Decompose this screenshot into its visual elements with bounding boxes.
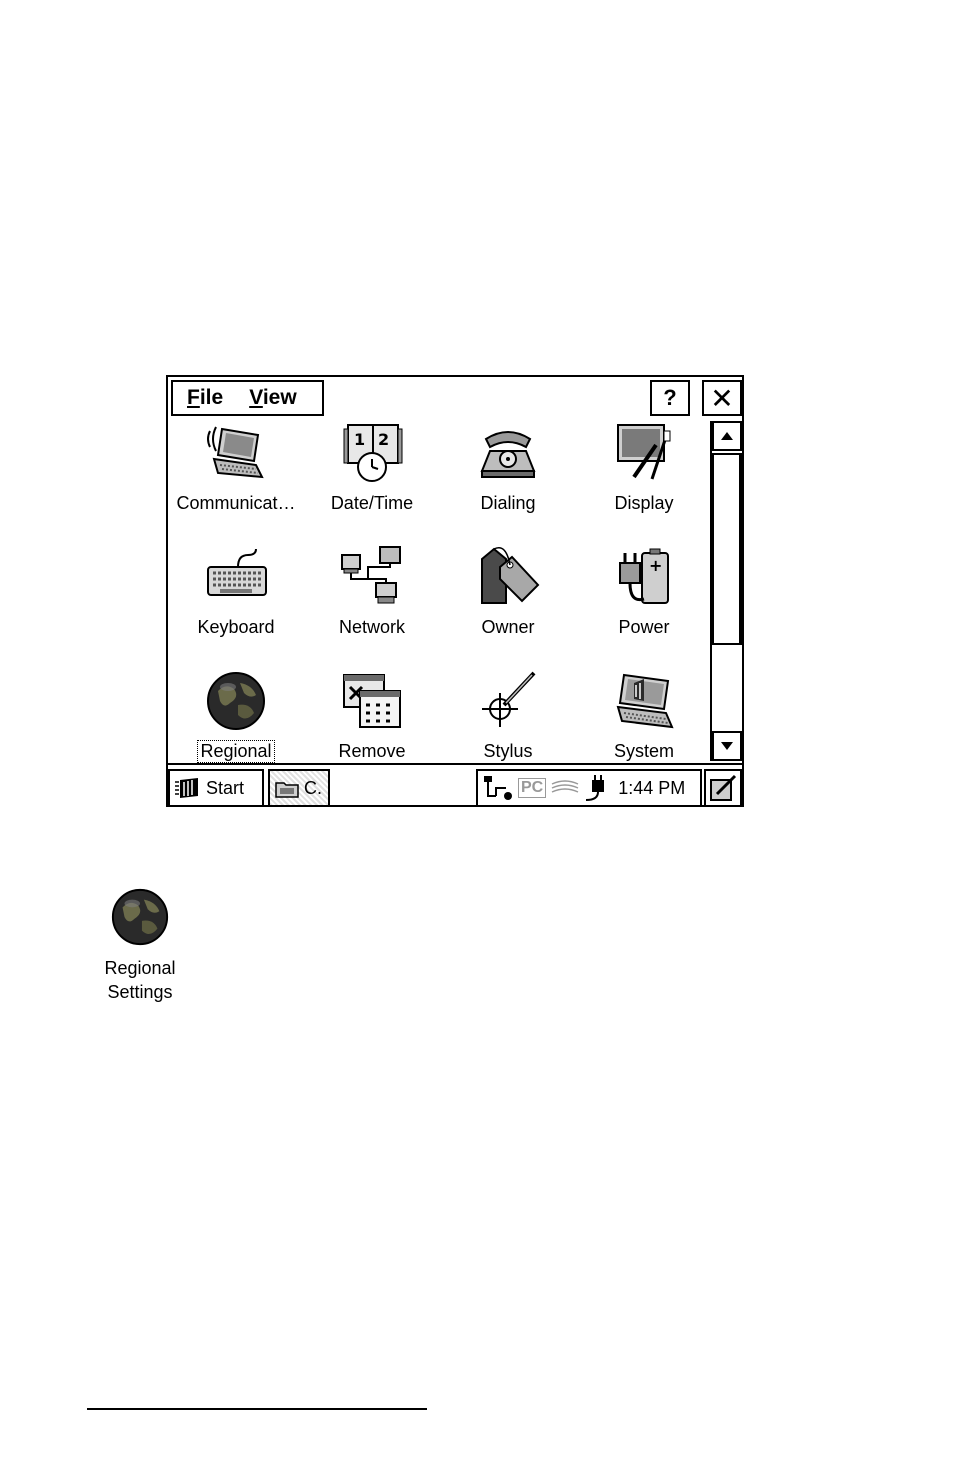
item-network[interactable]: Network	[304, 543, 440, 653]
task-label: C.	[304, 778, 322, 799]
item-label: Network	[337, 617, 407, 638]
display-icon	[612, 421, 676, 485]
calendar-clock-icon: 1 2	[340, 421, 404, 485]
taskbar: Start C. PC 1:44	[168, 763, 742, 805]
item-date-time[interactable]: 1 2 Date/Time	[304, 419, 440, 529]
svg-text:1: 1	[354, 430, 365, 449]
start-button[interactable]: Start	[168, 769, 264, 807]
footnote-rule	[87, 1408, 427, 1410]
scroll-down-button[interactable]	[712, 731, 742, 761]
triangle-up-icon	[720, 431, 734, 441]
help-button[interactable]: ?	[650, 380, 690, 416]
globe-icon	[109, 886, 171, 948]
menu-view[interactable]: View	[249, 386, 297, 410]
task-button-control-panel[interactable]: C.	[268, 769, 330, 807]
scroll-thumb[interactable]	[712, 453, 742, 645]
item-label: Remove	[336, 741, 407, 762]
desktop-pen-icon	[709, 774, 737, 802]
item-label: Owner	[479, 617, 536, 638]
triangle-down-icon	[720, 741, 734, 751]
item-stylus[interactable]: Stylus	[440, 667, 576, 777]
pc-card-icon[interactable]: PC	[518, 778, 546, 798]
item-label: System	[612, 741, 676, 762]
system-tray: PC 1:44 PM	[476, 769, 702, 807]
item-communication[interactable]: Communicat…	[168, 419, 304, 529]
menu-bar: File View	[171, 380, 324, 416]
menu-file[interactable]: File	[187, 386, 223, 410]
item-owner[interactable]: Owner	[440, 543, 576, 653]
item-system[interactable]: System	[576, 667, 712, 777]
callout-label-line1: Regional	[104, 956, 175, 980]
power-plug-battery-icon: +	[612, 545, 676, 609]
keyboard-icon	[204, 545, 268, 609]
vertical-scrollbar[interactable]	[710, 421, 742, 761]
item-label: Display	[612, 493, 675, 514]
close-button[interactable]: ✕	[702, 380, 742, 416]
item-display[interactable]: Display	[576, 419, 712, 529]
power-plug-icon[interactable]	[584, 774, 608, 802]
stylus-crosshair-icon	[476, 669, 540, 733]
globe-icon	[204, 669, 268, 733]
network-icon	[340, 545, 404, 609]
system-laptop-icon	[612, 669, 676, 733]
item-label: Power	[616, 617, 671, 638]
telephone-icon	[476, 421, 540, 485]
item-remove[interactable]: Remove	[304, 667, 440, 777]
item-power[interactable]: + Power	[576, 543, 712, 653]
item-label: Dialing	[478, 493, 537, 514]
svg-text:2: 2	[378, 430, 389, 449]
svg-text:+: +	[649, 556, 662, 575]
icon-grid: Communicat… 1 2 Date/Time	[168, 417, 710, 761]
start-label: Start	[206, 778, 244, 799]
remove-programs-icon	[340, 669, 404, 733]
item-label: Communicat…	[174, 493, 297, 514]
item-label: Keyboard	[195, 617, 276, 638]
owner-tag-icon	[476, 545, 540, 609]
control-panel-window: File View ? ✕ Communicat… 1 2	[166, 375, 744, 807]
item-label: Regional	[198, 741, 273, 762]
laptop-signal-icon	[204, 421, 268, 485]
desktop-button[interactable]	[704, 769, 742, 807]
regional-settings-icon-callout: Regional Settings	[90, 886, 190, 1004]
item-label: Stylus	[481, 741, 534, 762]
item-regional[interactable]: Regional	[168, 667, 304, 777]
item-dialing[interactable]: Dialing	[440, 419, 576, 529]
scroll-up-button[interactable]	[712, 421, 742, 451]
item-keyboard[interactable]: Keyboard	[168, 543, 304, 653]
folder-icon	[274, 777, 300, 799]
windows-flag-icon	[174, 776, 202, 800]
clock[interactable]: 1:44 PM	[618, 778, 685, 799]
callout-label-line2: Settings	[107, 980, 172, 1004]
infrared-icon[interactable]	[550, 778, 580, 798]
item-label: Date/Time	[329, 493, 415, 514]
connection-icon[interactable]	[482, 774, 514, 802]
